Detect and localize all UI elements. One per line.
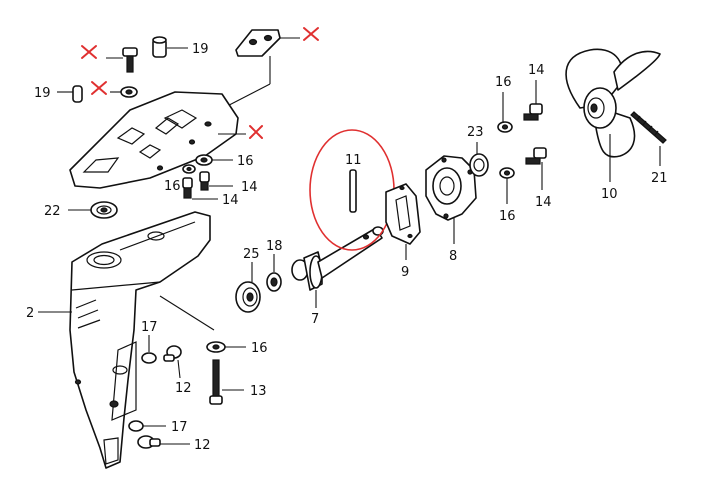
propeller-10 [565, 48, 661, 158]
prop-shaft-7 [291, 226, 384, 291]
bolt-14-c [523, 103, 543, 121]
gear-case [69, 211, 211, 469]
label-21: 21 [651, 171, 668, 186]
washer-17-a [141, 352, 157, 364]
label-14-a: 14 [241, 180, 258, 195]
remove-mark-washer [91, 81, 107, 95]
label-14-d: 14 [535, 195, 552, 210]
label-7: 7 [311, 312, 319, 327]
remove-mark-anode [303, 27, 319, 41]
screw-21 [630, 111, 667, 144]
plug-12-b [137, 435, 161, 449]
washer-top-left [120, 86, 138, 98]
label-25: 25 [243, 247, 260, 262]
leader-12-a [177, 359, 181, 379]
label-23: 23 [467, 125, 484, 140]
label-19-top: 19 [192, 42, 209, 57]
label-18: 18 [266, 239, 283, 254]
remove-mark-plate [249, 125, 263, 139]
label-12-b: 12 [194, 438, 211, 453]
label-8: 8 [449, 249, 457, 264]
cap-bolt [122, 47, 138, 73]
label-12-a: 12 [175, 381, 192, 396]
cavitation-plate [69, 91, 239, 189]
shear-pin-11 [349, 169, 357, 213]
washer-16-d [497, 121, 513, 133]
bearing-housing-8 [425, 155, 477, 221]
label-14-c: 14 [528, 63, 545, 78]
label-9: 9 [401, 265, 409, 280]
bolt-14-b [182, 177, 193, 199]
label-16-b: 16 [164, 179, 181, 194]
leader-case-16 [159, 295, 215, 331]
label-10: 10 [601, 187, 618, 202]
label-19-left: 19 [34, 86, 51, 101]
washer-16-e [499, 167, 515, 179]
seal-18 [266, 272, 282, 292]
sleeve-19-left [72, 85, 83, 103]
label-2: 2 [26, 306, 34, 321]
washer-16-a [195, 154, 213, 166]
remove-mark-cap-bolt [81, 45, 97, 59]
bolt-14-d [525, 147, 547, 165]
bolt-14-a [199, 171, 210, 191]
label-14-b: 14 [222, 193, 239, 208]
label-17-a: 17 [141, 320, 158, 335]
label-11: 11 [345, 153, 362, 168]
bearing-25 [235, 281, 261, 313]
plug-12-a [163, 345, 182, 362]
seal-23 [469, 153, 489, 177]
label-16-c: 16 [251, 341, 268, 356]
label-16-d: 16 [495, 75, 512, 90]
washer-16-b [182, 164, 196, 174]
washer-17-b [128, 420, 144, 432]
bearing-22 [90, 201, 118, 219]
label-16-e: 16 [499, 209, 516, 224]
label-17-b: 17 [171, 420, 188, 435]
gasket-9 [385, 183, 421, 245]
label-13: 13 [250, 384, 267, 399]
washer-16-c [206, 341, 226, 353]
label-22: 22 [44, 204, 61, 219]
bolt-13 [209, 359, 223, 405]
sleeve-19-top [152, 36, 167, 58]
label-16-a: 16 [237, 154, 254, 169]
anode-block [235, 29, 281, 57]
